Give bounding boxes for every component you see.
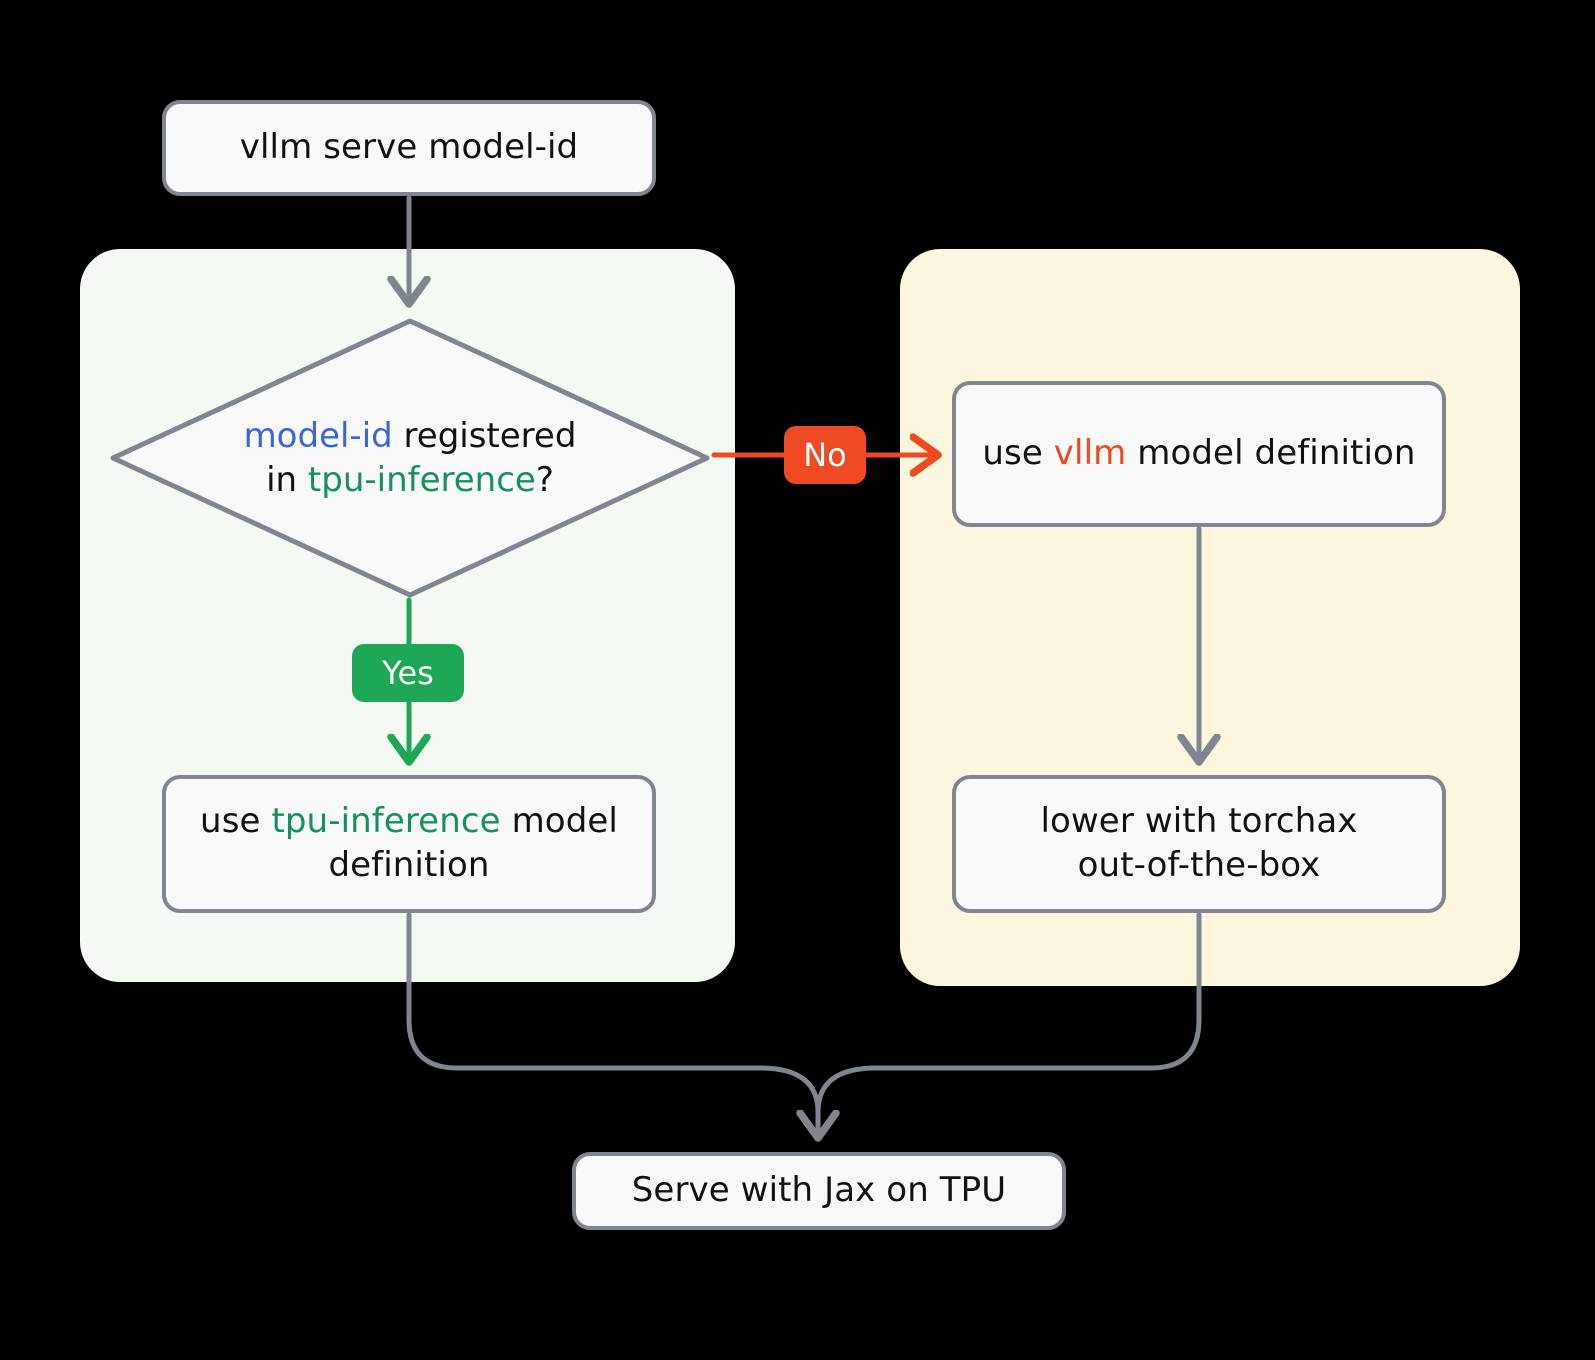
node-decision[interactable]: model-id registered in tpu-inference?: [108, 316, 712, 600]
token-use: use: [982, 433, 1054, 474]
node-start-label: vllm serve model-id: [239, 127, 579, 168]
edge-label-no[interactable]: No: [784, 426, 866, 484]
token-registered: registered: [392, 415, 577, 456]
node-vllm-definition-label: use vllm model definition: [982, 432, 1415, 476]
token-question-mark: ?: [535, 460, 554, 500]
node-torchax-line1: lower with torchax: [1040, 801, 1358, 842]
token-use: use: [200, 801, 272, 842]
token-model-id: model-id: [243, 415, 393, 456]
token-in: in: [266, 460, 308, 500]
node-tpu-inference-definition[interactable]: use tpu-inference model definition: [162, 775, 656, 913]
node-start[interactable]: vllm serve model-id: [162, 100, 656, 196]
node-decision-text: model-id registered in tpu-inference?: [108, 316, 712, 600]
node-vllm-definition[interactable]: use vllm model definition: [952, 381, 1446, 527]
node-serve-label: Serve with Jax on TPU: [631, 1170, 1007, 1211]
token-tpu-inference: tpu-inference: [271, 801, 501, 842]
token-tpu-inference: tpu-inference: [307, 460, 536, 500]
node-tpu-inference-definition-label: use tpu-inference model definition: [182, 800, 636, 887]
token-model-definition: model definition: [328, 801, 618, 885]
node-decision-line2: in tpu-inference?: [266, 458, 554, 502]
diamond-shape: [110, 318, 710, 598]
token-model-definition: model definition: [1126, 433, 1416, 474]
node-decision-line1: model-id registered: [244, 414, 577, 458]
edge-label-yes[interactable]: Yes: [352, 644, 464, 702]
node-torchax-line2: out-of-the-box: [1077, 845, 1321, 885]
node-serve[interactable]: Serve with Jax on TPU: [572, 1152, 1066, 1230]
token-vllm: vllm: [1053, 433, 1127, 474]
